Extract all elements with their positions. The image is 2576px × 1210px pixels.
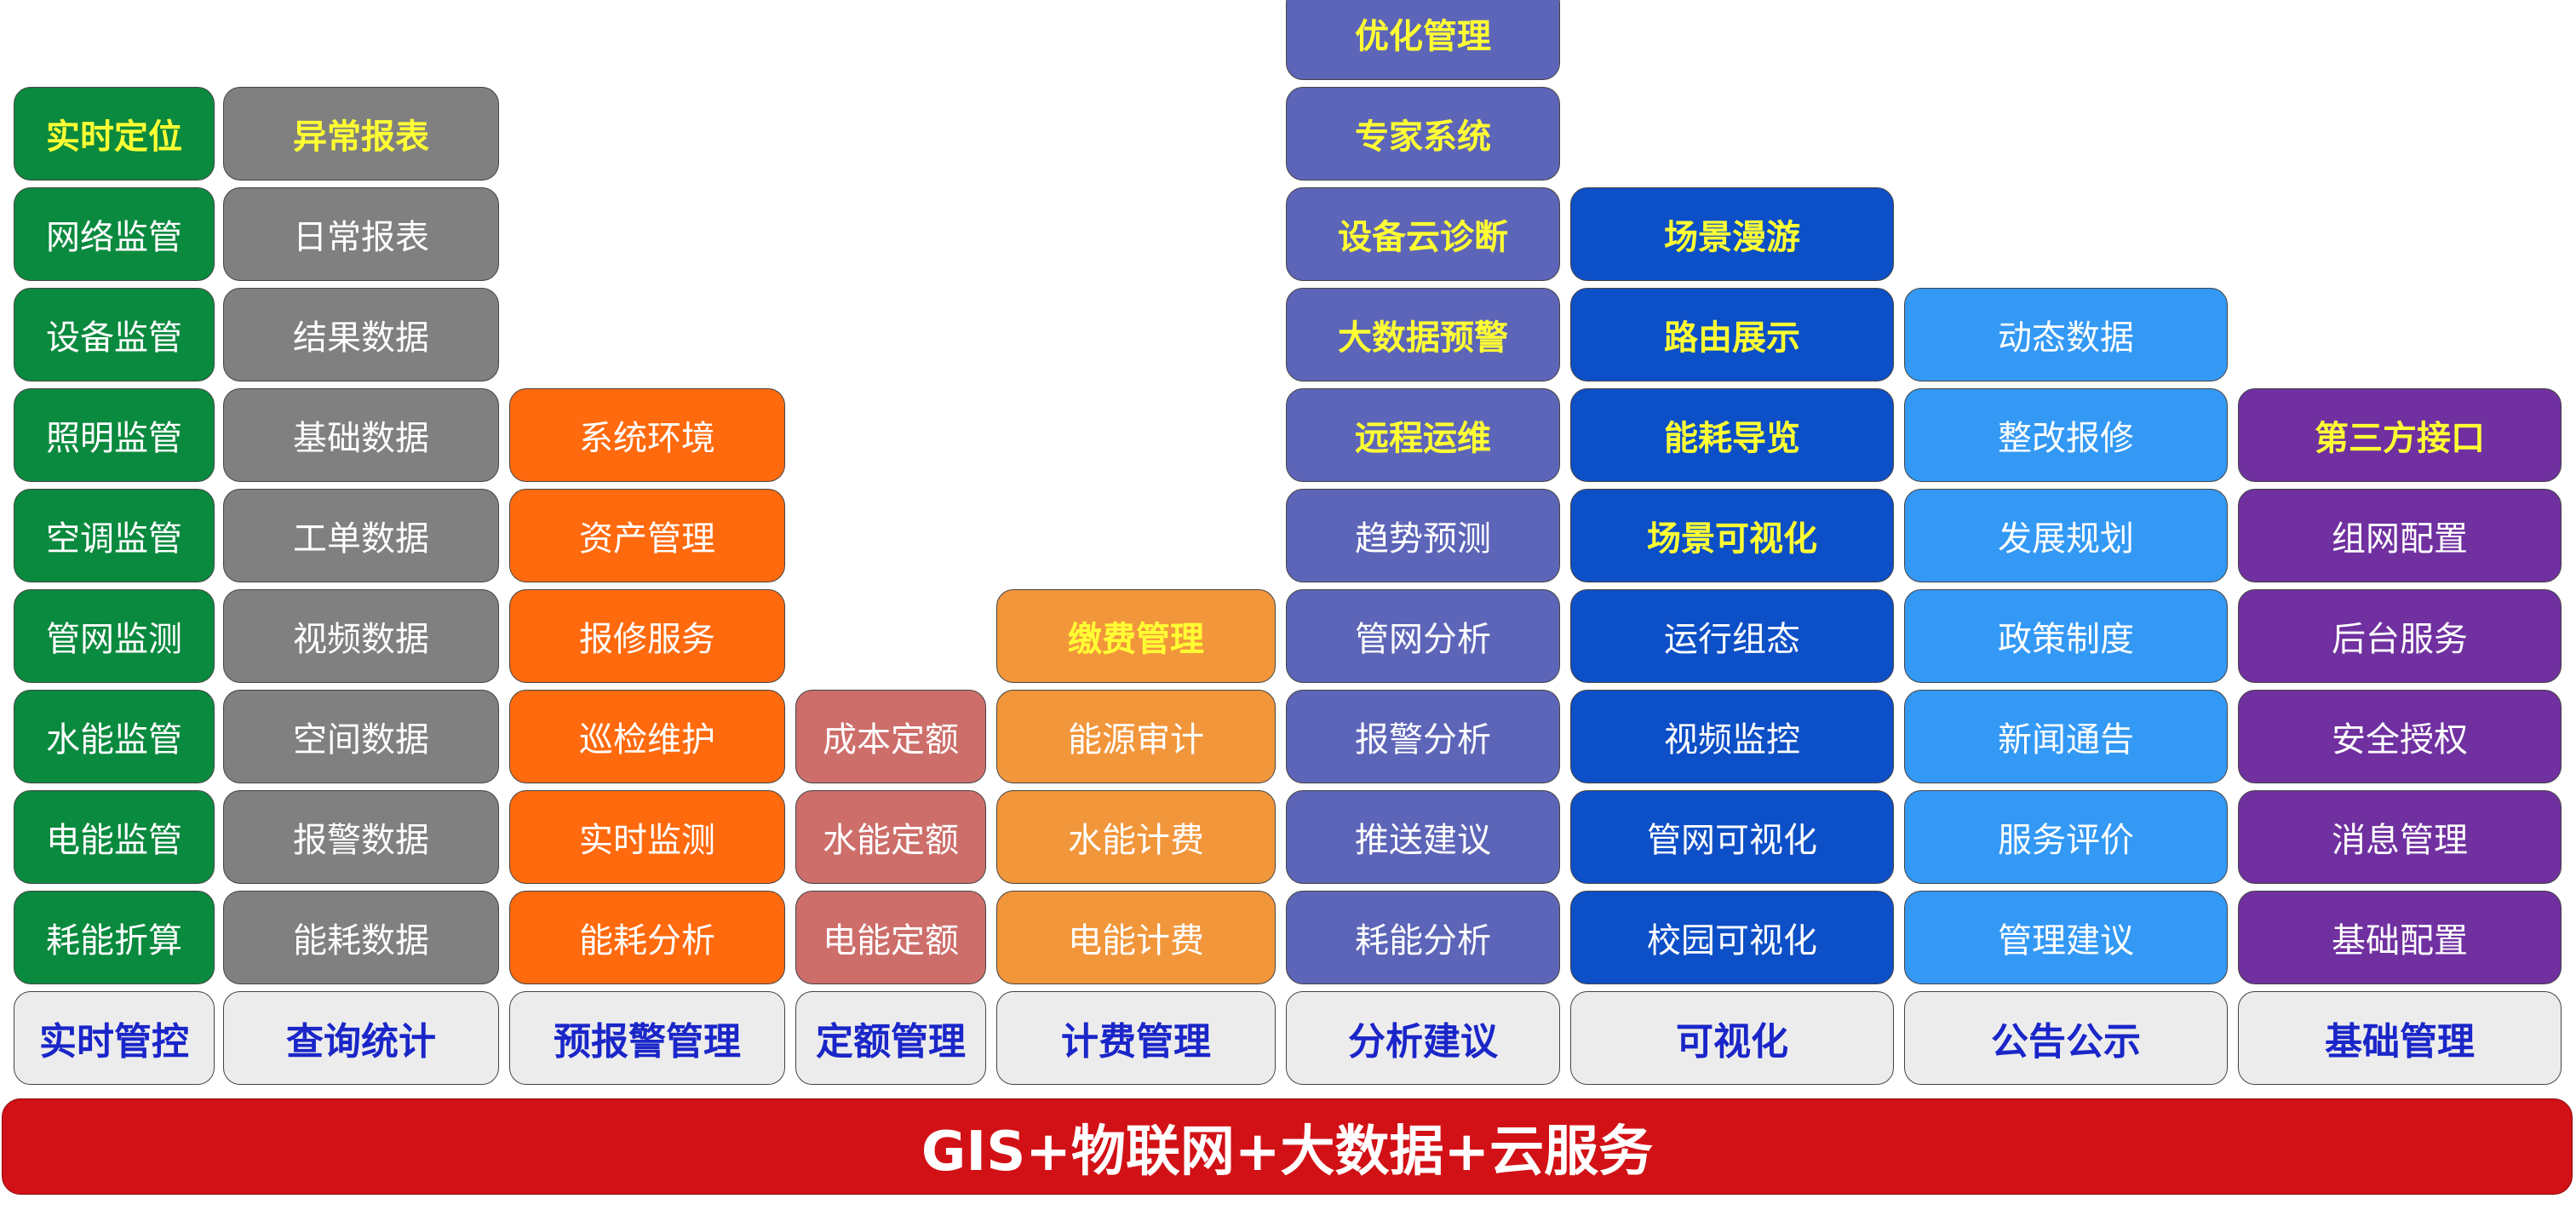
module-tile: 专家系统 <box>1286 87 1560 181</box>
module-tile: 视频数据 <box>223 589 499 683</box>
module-tile: 异常报表 <box>223 87 499 181</box>
column-header-query: 查询统计 <box>223 991 499 1085</box>
column-notice: 公告公示管理建议服务评价新闻通告政策制度发展规划整改报修动态数据 <box>1904 281 2228 1085</box>
module-tile: 系统环境 <box>509 388 785 482</box>
module-tile: 电能定额 <box>795 891 986 984</box>
module-tile: 安全授权 <box>2238 690 2562 783</box>
module-tile: 政策制度 <box>1904 589 2228 683</box>
module-tile: 第三方接口 <box>2238 388 2562 482</box>
module-tile: 能耗导览 <box>1570 388 1894 482</box>
module-tile: 设备云诊断 <box>1286 187 1560 281</box>
module-tile: 电能计费 <box>996 891 1276 984</box>
module-tile: 大数据预警 <box>1286 288 1560 381</box>
column-header-basic: 基础管理 <box>2238 991 2562 1085</box>
module-tile: 新闻通告 <box>1904 690 2228 783</box>
column-header-analysis: 分析建议 <box>1286 991 1560 1085</box>
module-tile: 管网可视化 <box>1570 790 1894 884</box>
module-tile: 基础配置 <box>2238 891 2562 984</box>
module-tile: 场景漫游 <box>1570 187 1894 281</box>
module-tile: 缴费管理 <box>996 589 1276 683</box>
column-quota: 定额管理电能定额水能定额成本定额 <box>795 683 986 1085</box>
column-alarm: 预报警管理能耗分析实时监测巡检维护报修服务资产管理系统环境 <box>509 381 785 1085</box>
module-tile: 消息管理 <box>2238 790 2562 884</box>
module-tile: 实时监测 <box>509 790 785 884</box>
module-tile: 照明监管 <box>14 388 215 482</box>
module-tile: 能源审计 <box>996 690 1276 783</box>
module-tile: 管网监测 <box>14 589 215 683</box>
module-tile: 趋势预测 <box>1286 489 1560 582</box>
base-platform-bar: GIS+物联网+大数据+云服务 <box>2 1098 2573 1195</box>
module-tile: 报修服务 <box>509 589 785 683</box>
column-analysis: 分析建议耗能分析推送建议报警分析管网分析趋势预测远程运维大数据预警设备云诊断专家… <box>1286 0 1560 1085</box>
column-basic: 基础管理基础配置消息管理安全授权后台服务组网配置第三方接口 <box>2238 381 2562 1085</box>
module-tile: 路由展示 <box>1570 288 1894 381</box>
module-tile: 场景可视化 <box>1570 489 1894 582</box>
module-tile: 基础数据 <box>223 388 499 482</box>
module-tile: 资产管理 <box>509 489 785 582</box>
module-tile: 运行组态 <box>1570 589 1894 683</box>
module-tile: 优化管理 <box>1286 0 1560 80</box>
column-realtime: 实时管控耗能折算电能监管水能监管管网监测空调监管照明监管设备监管网络监管实时定位 <box>14 80 215 1085</box>
module-tile: 推送建议 <box>1286 790 1560 884</box>
module-tile: 能耗数据 <box>223 891 499 984</box>
module-tile: 报警分析 <box>1286 690 1560 783</box>
module-tile: 电能监管 <box>14 790 215 884</box>
column-header-visual: 可视化 <box>1570 991 1894 1085</box>
module-tile: 耗能折算 <box>14 891 215 984</box>
module-tile: 结果数据 <box>223 288 499 381</box>
column-header-realtime: 实时管控 <box>14 991 215 1085</box>
column-billing: 计费管理电能计费水能计费能源审计缴费管理 <box>996 582 1276 1085</box>
module-tile: 实时定位 <box>14 87 215 181</box>
module-tile: 校园可视化 <box>1570 891 1894 984</box>
module-tile: 服务评价 <box>1904 790 2228 884</box>
module-tile: 整改报修 <box>1904 388 2228 482</box>
module-tile: 设备监管 <box>14 288 215 381</box>
module-tile: 管网分析 <box>1286 589 1560 683</box>
module-tile: 空间数据 <box>223 690 499 783</box>
module-tile: 报警数据 <box>223 790 499 884</box>
column-query: 查询统计能耗数据报警数据空间数据视频数据工单数据基础数据结果数据日常报表异常报表 <box>223 80 499 1085</box>
module-tile: 管理建议 <box>1904 891 2228 984</box>
module-tile: 空调监管 <box>14 489 215 582</box>
module-tile: 视频监控 <box>1570 690 1894 783</box>
module-tile: 动态数据 <box>1904 288 2228 381</box>
module-tile: 耗能分析 <box>1286 891 1560 984</box>
module-tile: 巡检维护 <box>509 690 785 783</box>
column-header-quota: 定额管理 <box>795 991 986 1085</box>
module-tile: 成本定额 <box>795 690 986 783</box>
module-tile: 水能监管 <box>14 690 215 783</box>
module-tile: 后台服务 <box>2238 589 2562 683</box>
column-visual: 可视化校园可视化管网可视化视频监控运行组态场景可视化能耗导览路由展示场景漫游 <box>1570 181 1894 1085</box>
module-tile: 远程运维 <box>1286 388 1560 482</box>
module-tile: 工单数据 <box>223 489 499 582</box>
column-header-notice: 公告公示 <box>1904 991 2228 1085</box>
column-header-alarm: 预报警管理 <box>509 991 785 1085</box>
module-tile: 组网配置 <box>2238 489 2562 582</box>
module-tile: 能耗分析 <box>509 891 785 984</box>
module-tile: 网络监管 <box>14 187 215 281</box>
module-tile: 水能定额 <box>795 790 986 884</box>
column-header-billing: 计费管理 <box>996 991 1276 1085</box>
module-tile: 水能计费 <box>996 790 1276 884</box>
module-tile: 日常报表 <box>223 187 499 281</box>
module-tile: 发展规划 <box>1904 489 2228 582</box>
